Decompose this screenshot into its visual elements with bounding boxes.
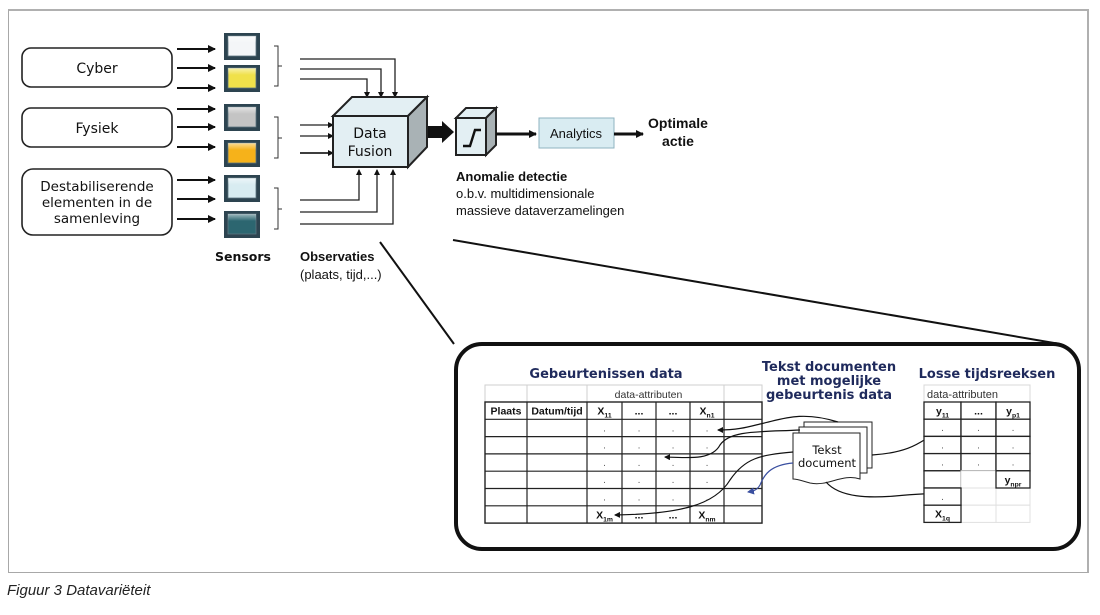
ellipsis-dot: . — [603, 476, 606, 486]
step-function-icon — [463, 128, 481, 148]
ellipsis-dot: . — [1012, 459, 1015, 469]
ellipsis-dot: . — [706, 494, 709, 504]
source-cyber: Cyber — [21, 47, 173, 88]
cell-text: Xnm — [698, 510, 715, 524]
source-label-line: samenleving — [54, 211, 140, 227]
source-fysiek: Fysiek — [21, 107, 173, 148]
source-arrows — [177, 45, 216, 223]
group-header-text: data-attributen — [615, 389, 683, 401]
analytics-label: Analytics — [550, 126, 603, 141]
text-docs-title: gebeurtenis data — [766, 388, 892, 403]
cell-text: ... — [635, 510, 644, 522]
ellipsis-dot: . — [672, 476, 675, 486]
anomaly-title: Anomalie detectie — [456, 169, 567, 184]
ellipsis-dot: . — [941, 493, 944, 503]
sensor-brackets — [274, 45, 282, 230]
bracket — [274, 116, 282, 159]
sensors-label: Sensors — [215, 249, 271, 264]
figure-frame — [8, 9, 1089, 573]
ellipsis-dot: . — [638, 459, 641, 469]
zoom-line-left — [379, 241, 455, 345]
ellipsis-dot: . — [672, 494, 675, 504]
sensor-column — [224, 33, 260, 238]
cell-text: ... — [635, 406, 644, 418]
anomaly-cube — [453, 105, 499, 158]
figure-caption: Figuur 3 Datavariëteit — [7, 582, 151, 599]
ellipsis-dot: . — [638, 442, 641, 452]
anomaly-desc: massieve dataverzamelingen — [456, 203, 624, 218]
anomaly-desc: o.b.v. multidimensionale — [456, 186, 595, 201]
cell-text: ... — [669, 510, 678, 522]
group-header-text: data-attributen — [927, 389, 998, 401]
cell-text: yp1 — [1006, 406, 1020, 420]
ellipsis-dot: . — [941, 459, 944, 469]
cell-text: ynpr — [1005, 474, 1022, 488]
fusion-label: Fusion — [348, 144, 393, 160]
action-label: Optimale — [648, 115, 708, 131]
cell-text: X1q — [935, 509, 950, 523]
text-docs-title: met mogelijke — [777, 374, 881, 389]
column-header: Datum/tijd — [531, 406, 582, 418]
text-document-label: document — [798, 456, 857, 470]
fusion-to-anomaly-arrow — [428, 121, 454, 143]
text-document-label: Tekst — [811, 443, 842, 457]
source-label: Fysiek — [76, 121, 120, 137]
cell-text: X1m — [596, 510, 613, 524]
ellipsis-dot: . — [603, 494, 606, 504]
source-label-line: Destabiliserende — [40, 179, 153, 195]
ellipsis-dot: . — [706, 476, 709, 486]
timeseries-table: data-attributen y11... yp1......... ynpr. X1… — [923, 384, 1031, 524]
ellipsis-dot: . — [977, 459, 980, 469]
bracket — [274, 45, 282, 87]
sensor-icon — [224, 104, 260, 131]
sensor-icon — [224, 140, 260, 167]
cell-text: ... — [669, 406, 678, 418]
cell-text: ... — [974, 406, 983, 418]
ellipsis-dot: . — [603, 442, 606, 452]
ellipsis-dot: . — [706, 459, 709, 469]
action-label: actie — [662, 133, 694, 149]
source-destabiliserend: Destabiliserende elementen in de samenle… — [21, 168, 173, 236]
ellipsis-dot: . — [638, 424, 641, 434]
sensor-icon — [224, 65, 260, 92]
ellipsis-dot: . — [638, 476, 641, 486]
fusion-label: Data — [353, 126, 386, 142]
sensor-icon — [224, 175, 260, 202]
ellipsis-dot: . — [977, 441, 980, 451]
ellipsis-dot: . — [1012, 441, 1015, 451]
ellipsis-dot: . — [603, 424, 606, 434]
zoom-line-right — [452, 239, 1061, 345]
cell-text: y11 — [936, 406, 949, 420]
ellipsis-dot: . — [603, 459, 606, 469]
sensor-icon — [224, 33, 260, 60]
data-fusion-cube: Data Fusion — [330, 94, 430, 170]
ellipsis-dot: . — [672, 424, 675, 434]
cell-text: X11 — [597, 406, 611, 420]
text-document-stack: Tekst document — [792, 421, 873, 485]
timeseries-title: Losse tijdsreeksen — [919, 367, 1056, 382]
column-header: Plaats — [491, 406, 522, 418]
ellipsis-dot: . — [672, 459, 675, 469]
fusion-input-lines — [300, 58, 398, 225]
ellipsis-dot: . — [672, 442, 675, 452]
ellipsis-dot: . — [706, 442, 709, 452]
ellipsis-dot: . — [706, 424, 709, 434]
sensor-icon — [224, 211, 260, 238]
ellipsis-dot: . — [977, 424, 980, 434]
ellipsis-dot: . — [638, 494, 641, 504]
analytics-box: Analytics — [538, 117, 615, 149]
source-label-line: elementen in de — [42, 195, 152, 211]
observations-subtitle: (plaats, tijd,...) — [300, 267, 382, 282]
cell-text: Xn1 — [700, 406, 715, 420]
events-table-title: Gebeurtenissen data — [529, 367, 682, 382]
observations-title: Observaties — [300, 249, 374, 264]
text-docs-title: Tekst documenten — [762, 360, 896, 375]
source-label: Cyber — [76, 61, 118, 77]
ellipsis-dot: . — [941, 441, 944, 451]
ellipsis-dot: . — [941, 424, 944, 434]
bracket — [274, 187, 282, 230]
ellipsis-dot: . — [1012, 424, 1015, 434]
